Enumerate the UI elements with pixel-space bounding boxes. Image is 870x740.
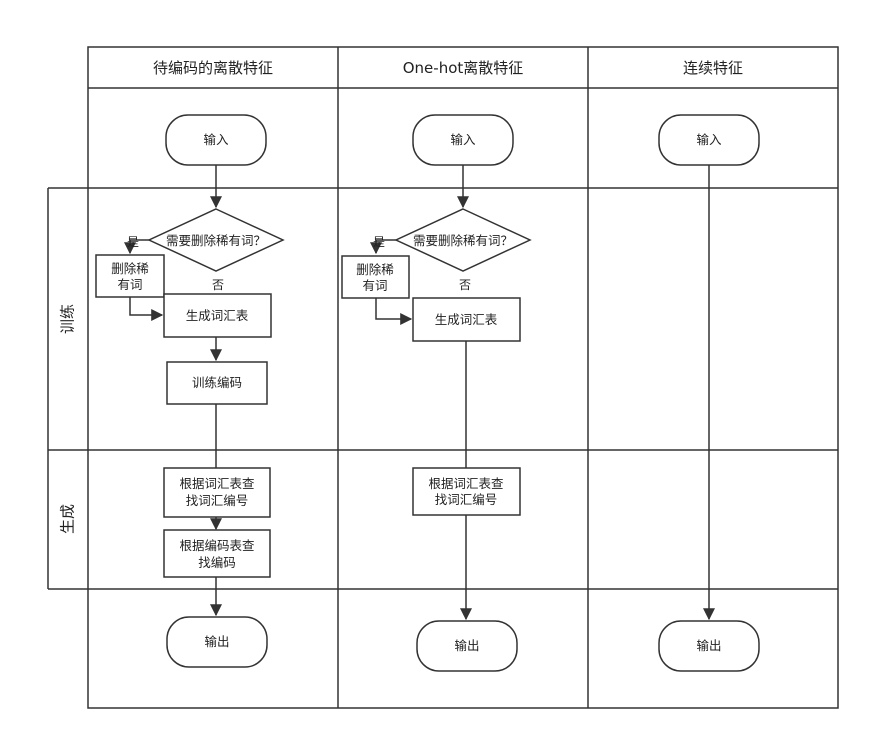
col2-no-label: 否 bbox=[459, 278, 471, 292]
col2-lookup-vocab-line2: 找词汇编号 bbox=[435, 492, 498, 507]
col1-lookup-code-node: 根据编码表查 找编码 bbox=[163, 529, 271, 578]
col1-train-encoding-node: 训练编码 bbox=[166, 361, 268, 405]
col2-build-vocab-label: 生成词汇表 bbox=[435, 312, 498, 327]
col1-lookup-vocab-node: 根据词汇表查 找词汇编号 bbox=[163, 467, 271, 518]
col1-yes-label: 是 bbox=[127, 235, 139, 249]
col1-decision-label: 需要删除稀有词？ bbox=[166, 233, 266, 248]
column-header-onehot-discrete: One-hot离散特征 bbox=[403, 59, 524, 77]
col2-decision-node: 需要删除稀有词？ bbox=[394, 208, 532, 272]
col2-output-label: 输出 bbox=[454, 638, 479, 653]
column-header-encoded-discrete: 待编码的离散特征 bbox=[153, 59, 273, 77]
row-label-generate: 生成 bbox=[59, 504, 77, 534]
column-header-continuous: 连续特征 bbox=[683, 59, 743, 77]
col1-input-label: 输入 bbox=[203, 132, 229, 147]
col2-lookup-vocab-node: 根据词汇表查 找词汇编号 bbox=[412, 467, 521, 516]
col3-input-label: 输入 bbox=[696, 132, 722, 147]
col2-remove-line1: 删除稀 bbox=[356, 262, 394, 277]
col1-remove-line2: 有词 bbox=[117, 277, 142, 292]
col1-remove-line1: 删除稀 bbox=[111, 261, 149, 276]
col2-lookup-vocab-line1: 根据词汇表查 bbox=[428, 476, 504, 491]
col1-train-encoding-label: 训练编码 bbox=[192, 375, 242, 390]
col1-output-node: 输出 bbox=[166, 616, 268, 668]
col2-input-label: 输入 bbox=[450, 132, 476, 147]
col1-lookup-vocab-line1: 根据词汇表查 bbox=[179, 476, 255, 491]
col3-output-label: 输出 bbox=[696, 638, 721, 653]
col3-input-node: 输入 bbox=[658, 114, 760, 166]
lane-grid bbox=[47, 46, 839, 709]
row-label-train: 训练 bbox=[59, 304, 77, 334]
connectors bbox=[124, 165, 715, 621]
col2-yes-label: 是 bbox=[373, 235, 385, 249]
col2-build-vocab-node: 生成词汇表 bbox=[412, 297, 521, 342]
col1-lookup-code-line2: 找编码 bbox=[198, 555, 236, 570]
col2-decision-label: 需要删除稀有词？ bbox=[413, 233, 513, 248]
col1-build-vocab-label: 生成词汇表 bbox=[186, 308, 249, 323]
col1-remove-rare-words-node: 删除稀 有词 bbox=[95, 254, 165, 298]
col2-remove-rare-words-node: 删除稀 有词 bbox=[341, 255, 410, 299]
col2-remove-line2: 有词 bbox=[362, 278, 387, 293]
col1-lookup-code-line1: 根据编码表查 bbox=[179, 538, 255, 553]
col1-output-label: 输出 bbox=[204, 634, 229, 649]
col2-input-node: 输入 bbox=[412, 114, 514, 166]
col3-output-node: 输出 bbox=[658, 620, 760, 672]
col2-output-node: 输出 bbox=[416, 620, 518, 672]
col1-no-label: 否 bbox=[212, 278, 224, 292]
col1-decision-node: 需要删除稀有词？ bbox=[147, 208, 285, 272]
col1-input-node: 输入 bbox=[165, 114, 267, 166]
col1-lookup-vocab-line2: 找词汇编号 bbox=[186, 493, 249, 508]
col1-build-vocab-node: 生成词汇表 bbox=[163, 293, 272, 338]
